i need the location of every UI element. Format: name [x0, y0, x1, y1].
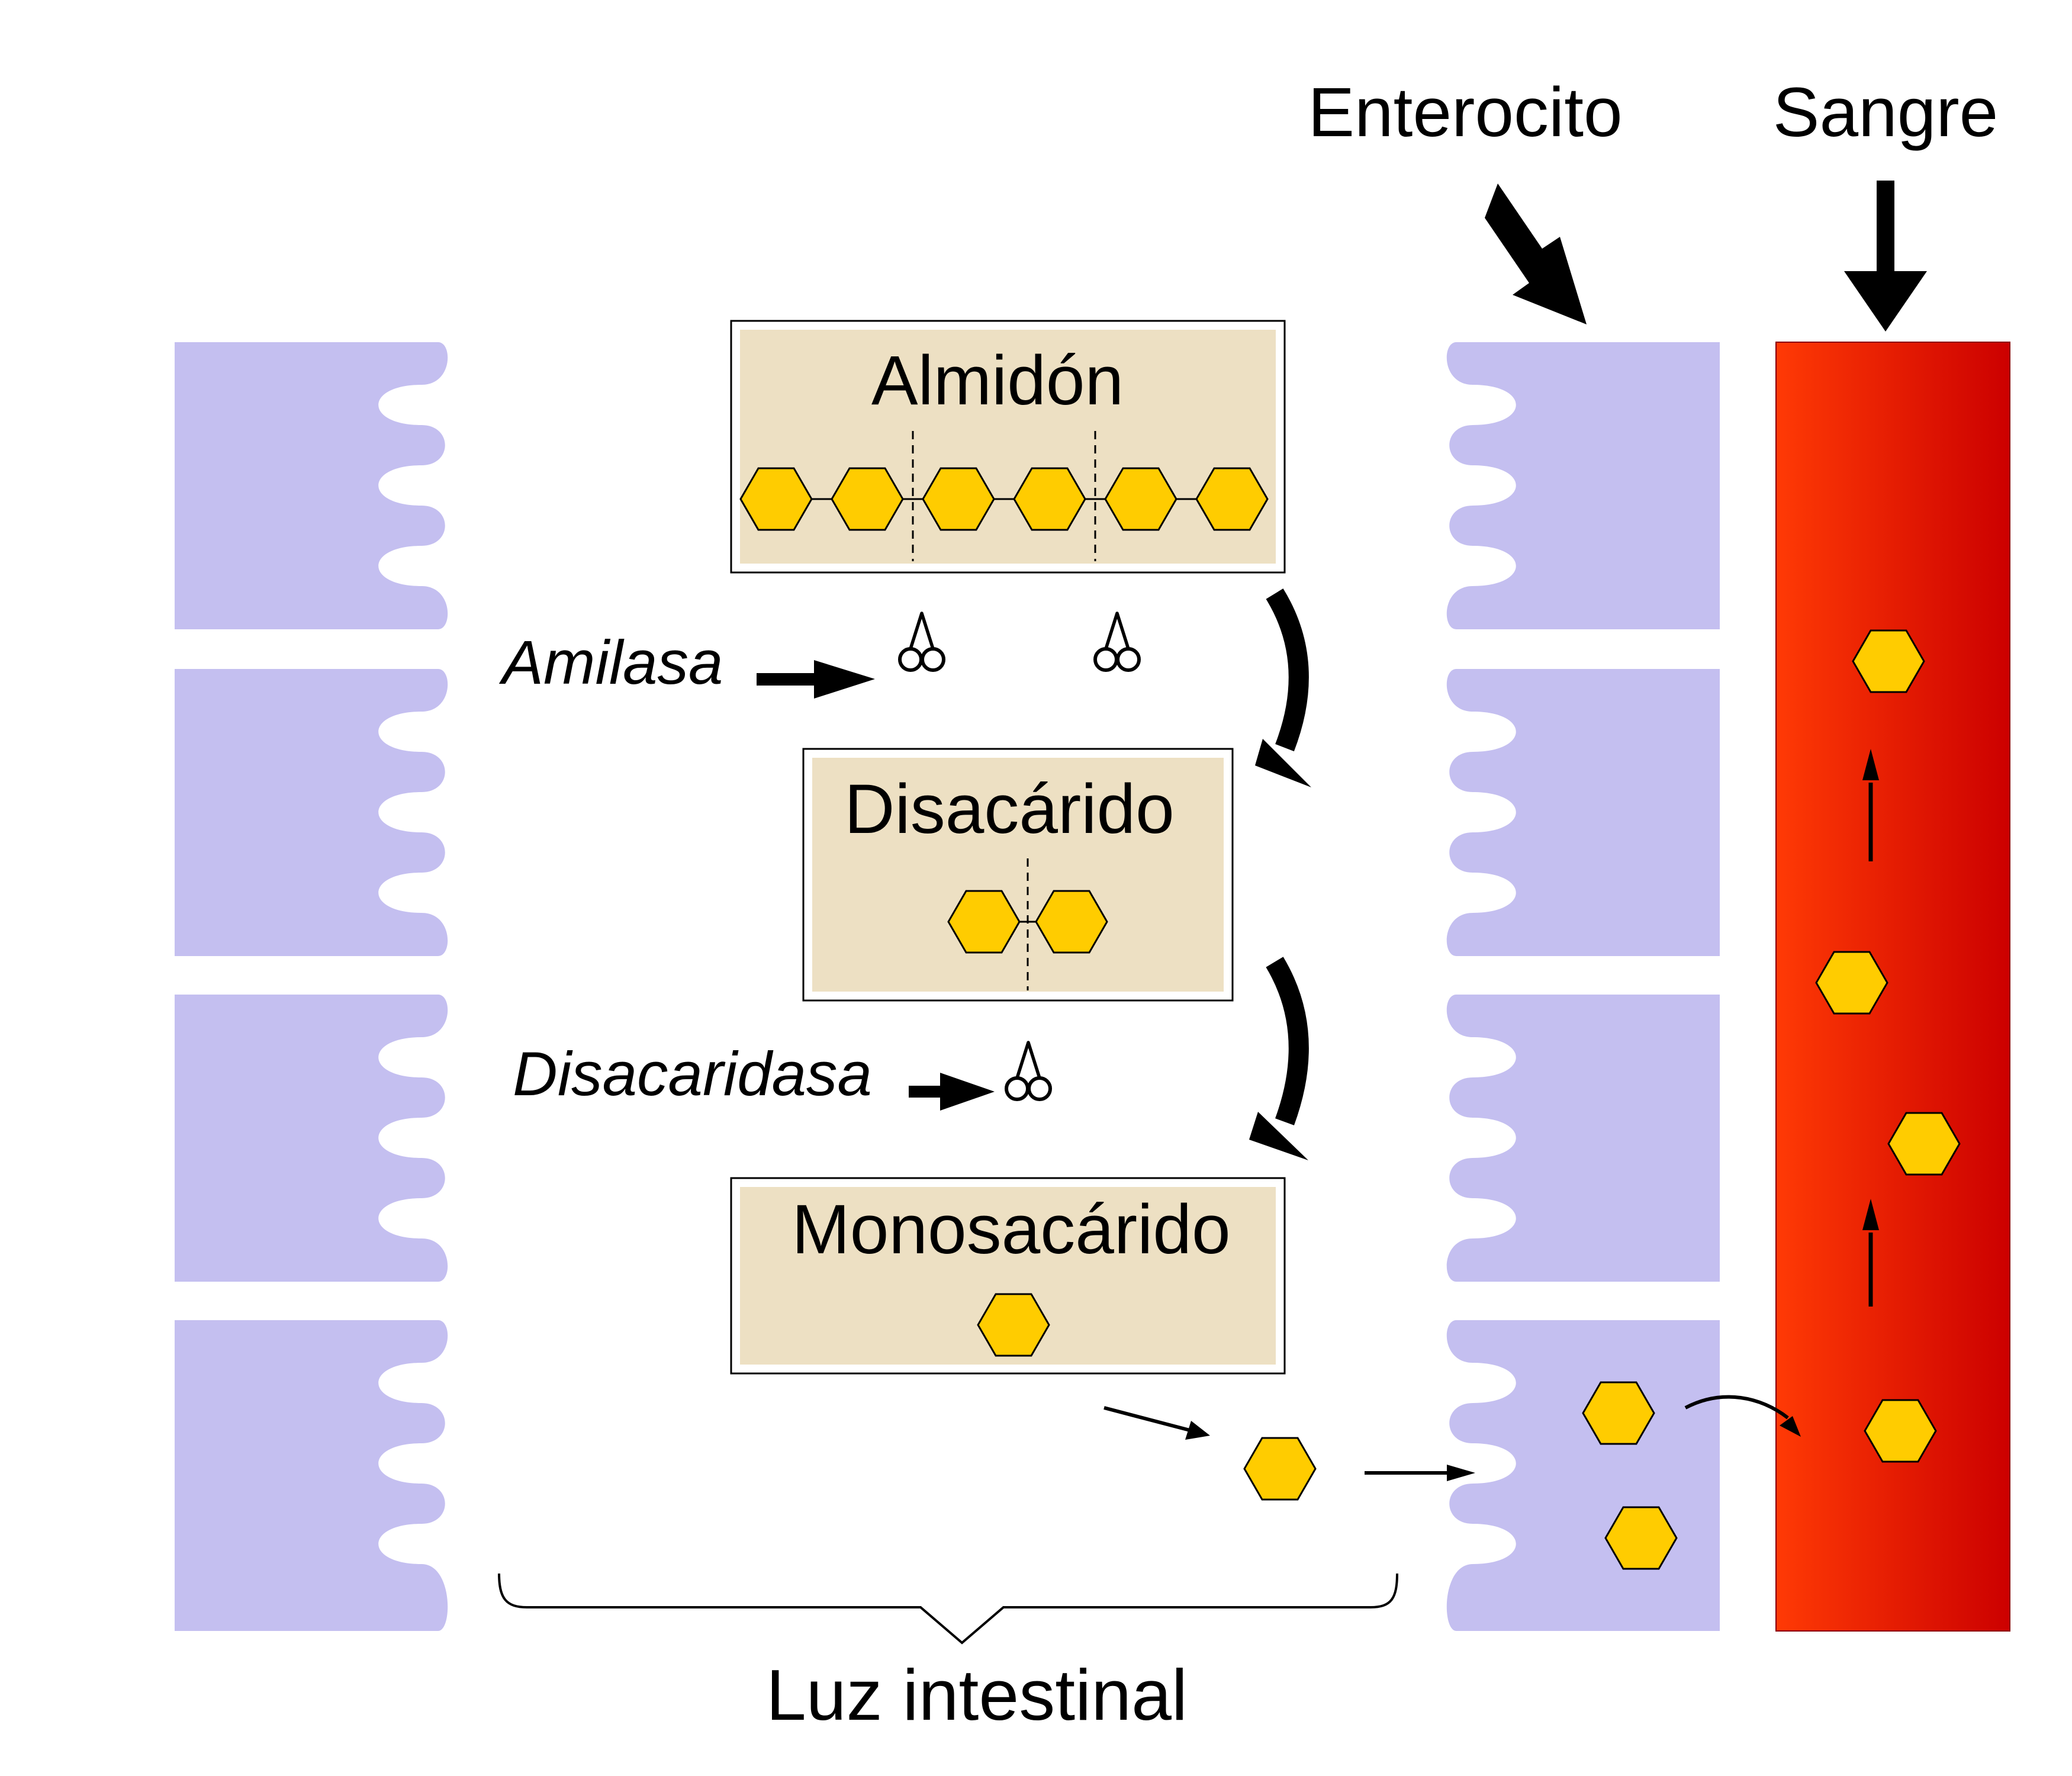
monosaccharide-hexagon-icon [922, 467, 995, 531]
disaccharide-title: Disacárido [844, 770, 1174, 848]
uptake-arrowhead [1447, 1465, 1475, 1481]
enterocyte-cell-2 [1446, 669, 1720, 956]
enterocyte-cell-4 [1446, 1320, 1720, 1631]
blood-pointer-arrow [1844, 181, 1927, 332]
starch-title: Almidón [871, 342, 1124, 420]
monosaccharide-hexagon-icon [947, 890, 1021, 954]
scissors-icon [1093, 613, 1141, 672]
starch-box-fill [740, 330, 1276, 564]
disaccharide-box-fill [812, 758, 1224, 992]
amylase-label: Amilasa [498, 628, 723, 697]
monosaccharide-hexagon-icon [1815, 951, 1888, 1015]
monosaccharide-hexagon-icon [1887, 1112, 1961, 1176]
monosaccharide-hexagon-icon [1582, 1381, 1655, 1445]
lumen-label: Luz intestinal [766, 1655, 1188, 1735]
blood-flow-arrowhead-lower [1862, 1199, 1879, 1230]
monosaccharide-hexagon-icon [1243, 1437, 1317, 1501]
enterocyte-monosaccharides [1582, 1381, 1678, 1570]
disaccharidase-arrow [909, 1073, 995, 1111]
disaccharide-box: Disacárido [802, 748, 1234, 1002]
blood-flow-arrowhead-upper [1862, 749, 1879, 780]
left-cell-1 [175, 342, 448, 629]
enterocyte-cell-1 [1446, 342, 1720, 629]
enterocyte-cell-3 [1446, 995, 1720, 1282]
monosaccharide-hexagon-icon [831, 467, 904, 531]
amylase-arrow [757, 660, 875, 699]
blood-label: Sangre [1773, 73, 1999, 152]
transfer-arrow [1684, 1395, 1789, 1420]
disaccharide-molecule [947, 858, 1108, 990]
blood-monosaccharides [1815, 629, 1961, 1463]
monosaccharide-title: Monosacárido [792, 1191, 1230, 1269]
disaccharidase-label: Disacaridasa [513, 1040, 872, 1109]
monosaccharide-hexagon-icon [977, 1293, 1050, 1357]
monosaccharide-hexagon-icon [1035, 890, 1108, 954]
enterocyte-label: Enterocito [1308, 73, 1622, 152]
transfer-arrowhead [1780, 1416, 1801, 1437]
monosaccharide-hexagon-icon [1013, 467, 1086, 531]
lumen-brace [498, 1573, 1398, 1645]
monosaccharide-hexagon-icon [739, 467, 813, 531]
release-arrow [1103, 1406, 1191, 1432]
monosaccharide-hexagon-icon [1104, 467, 1177, 531]
monosaccharide-hexagon-icon [1864, 1399, 1937, 1463]
release-arrowhead [1185, 1421, 1210, 1440]
monosaccharide-molecule [977, 1293, 1050, 1357]
scissors-icon [898, 613, 945, 672]
lumen-monosaccharides [1243, 1437, 1317, 1501]
monosaccharide-hexagon-icon [1195, 467, 1269, 531]
monosaccharide-hexagon-icon [1852, 629, 1925, 693]
left-cell-2 [175, 669, 448, 956]
enterocyte-pointer-arrow [1485, 184, 1587, 324]
starch-box: Almidón [730, 320, 1286, 574]
monosaccharide-box: Monosacárido [730, 1177, 1286, 1375]
left-cell-3 [175, 995, 448, 1282]
flow-arrow-starch-to-disaccharide [1255, 588, 1311, 787]
left-intestinal-wall [175, 342, 448, 1631]
starch-molecule [739, 431, 1269, 561]
flow-arrow-disaccharide-to-monosaccharide [1249, 957, 1309, 1160]
enterocyte-wall [1446, 342, 1720, 1631]
left-cell-4 [175, 1320, 448, 1631]
monosaccharide-hexagon-icon [1604, 1506, 1678, 1570]
scissors-icon [1005, 1043, 1052, 1101]
